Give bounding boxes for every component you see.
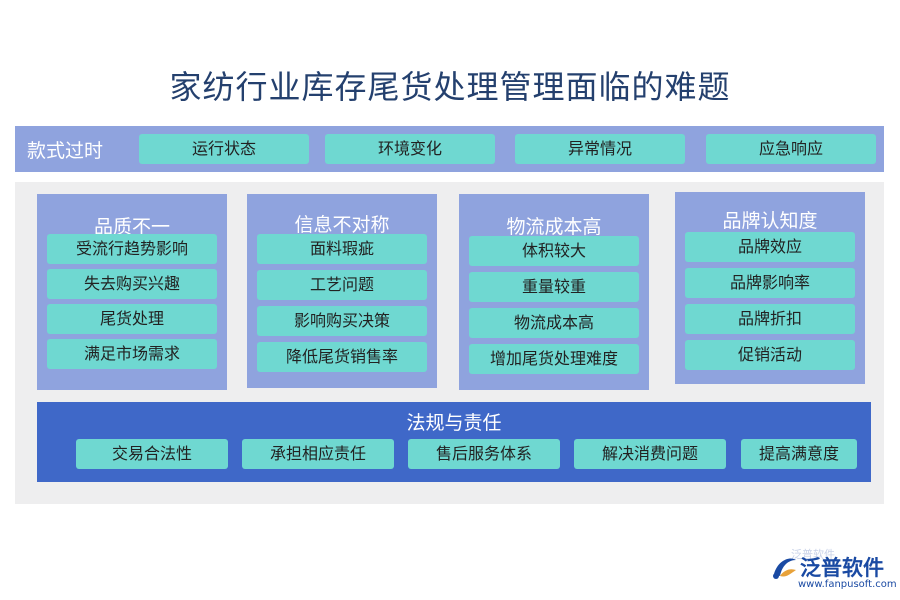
column-item: 品牌折扣 bbox=[685, 304, 855, 334]
logo-url: www.fanpusoft.com bbox=[798, 579, 897, 590]
column-item: 受流行趋势影响 bbox=[47, 234, 217, 264]
column-item: 品牌效应 bbox=[685, 232, 855, 262]
column-item: 尾货处理 bbox=[47, 304, 217, 334]
column-quality: 品质不一 受流行趋势影响 失去购买兴趣 尾货处理 满足市场需求 bbox=[37, 194, 227, 390]
law-item: 承担相应责任 bbox=[242, 439, 394, 469]
top-band-item: 应急响应 bbox=[706, 134, 876, 164]
law-item: 提高满意度 bbox=[741, 439, 857, 469]
column-logistics-cost: 物流成本高 体积较大 重量较重 物流成本高 增加尾货处理难度 bbox=[459, 194, 649, 390]
logo-name: 泛普软件 bbox=[800, 556, 884, 580]
column-item: 品牌影响率 bbox=[685, 268, 855, 298]
brand-logo: 泛普软件 www.fanpusoft.com bbox=[770, 550, 897, 595]
content-panel: 品质不一 受流行趋势影响 失去购买兴趣 尾货处理 满足市场需求 信息不对称 面料… bbox=[15, 182, 884, 561]
column-brand-awareness: 品牌认知度 品牌效应 品牌影响率 品牌折扣 促销活动 bbox=[675, 192, 865, 384]
law-item: 解决消费问题 bbox=[574, 439, 726, 469]
column-info-asymmetry: 信息不对称 面料瑕疵 工艺问题 影响购买决策 降低尾货销售率 bbox=[247, 194, 437, 388]
column-title: 信息不对称 bbox=[294, 214, 390, 236]
column-item: 降低尾货销售率 bbox=[257, 342, 427, 372]
column-item: 工艺问题 bbox=[257, 270, 427, 300]
top-band-item: 异常情况 bbox=[515, 134, 685, 164]
law-item: 交易合法性 bbox=[76, 439, 228, 469]
page-title: 家纺行业库存尾货处理管理面临的难题 bbox=[169, 68, 731, 106]
watermark-text: 泛普软件 bbox=[791, 548, 835, 561]
law-block: 法规与责任 交易合法性 承担相应责任 售后服务体系 解决消费问题 提高满意度 bbox=[37, 402, 871, 482]
column-item: 促销活动 bbox=[685, 340, 855, 370]
column-item: 失去购买兴趣 bbox=[47, 269, 217, 299]
law-title: 法规与责任 bbox=[406, 412, 502, 434]
column-title: 品质不一 bbox=[93, 216, 170, 238]
column-item: 影响购买决策 bbox=[257, 306, 427, 336]
logo-icon bbox=[773, 558, 796, 579]
top-band: 款式过时 运行状态 环境变化 异常情况 应急响应 bbox=[15, 126, 884, 172]
top-band-item: 运行状态 bbox=[139, 134, 309, 164]
column-item: 满足市场需求 bbox=[47, 339, 217, 369]
top-band-label: 款式过时 bbox=[27, 140, 104, 162]
law-item: 售后服务体系 bbox=[408, 439, 560, 469]
column-title: 物流成本高 bbox=[506, 216, 602, 238]
column-item: 物流成本高 bbox=[469, 308, 639, 338]
column-item: 重量较重 bbox=[469, 272, 639, 302]
top-band-item: 环境变化 bbox=[325, 134, 495, 164]
column-item: 增加尾货处理难度 bbox=[469, 344, 639, 374]
column-item: 体积较大 bbox=[469, 236, 639, 266]
column-item: 面料瑕疵 bbox=[257, 234, 427, 264]
column-title: 品牌认知度 bbox=[722, 210, 818, 232]
